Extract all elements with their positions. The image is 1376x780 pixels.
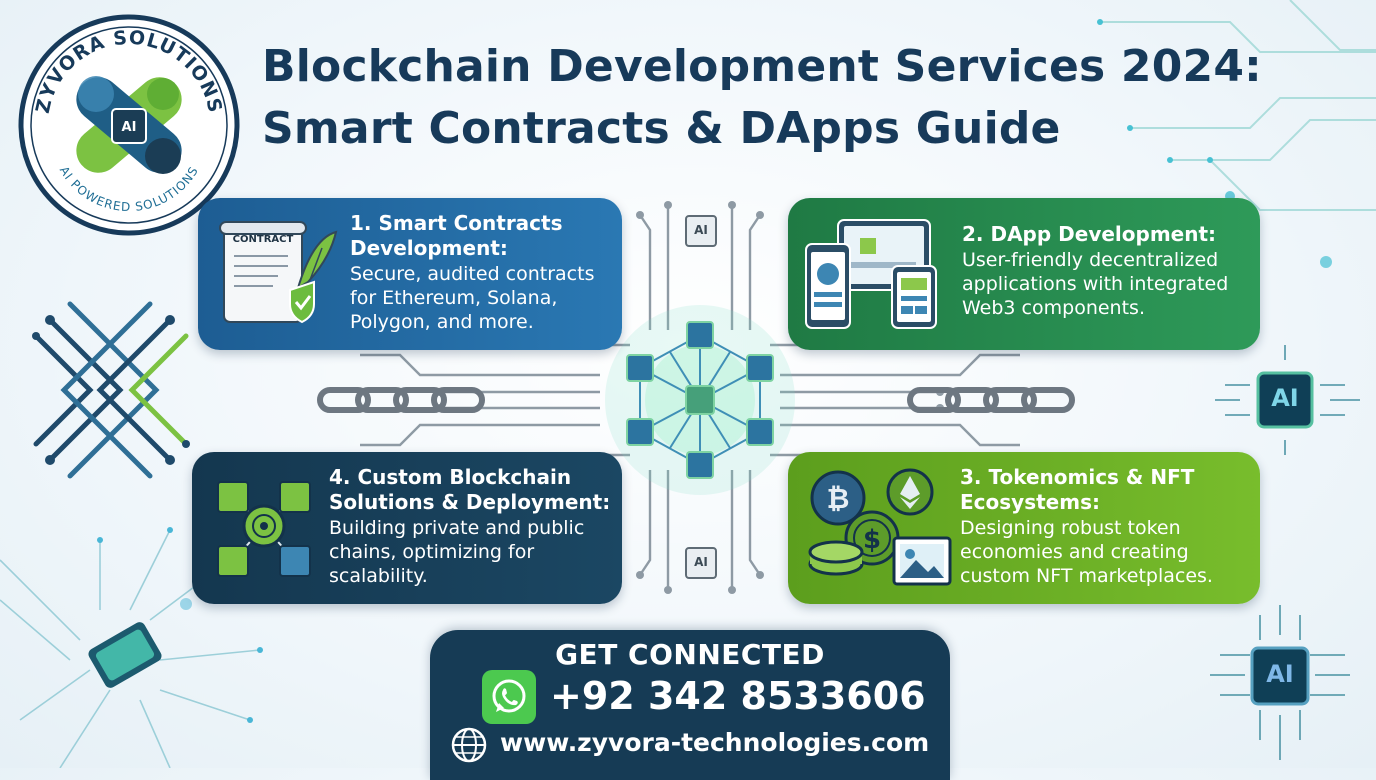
service-card-smart-contracts: CONTRACT 1. Smart Contracts Development:… [198,198,622,350]
title-line-1: Blockchain Development Services 2024: [262,41,1262,92]
card2-body-line: applications with integrated [962,273,1229,295]
service-card-tokenomics-nft: ₿ $ 3. Tokenomics & NFT Ecosystems: Desi… [788,452,1260,604]
service-card-dapp-development: 2. DApp Development: User-friendly decen… [788,198,1260,350]
card2-text: 2. DApp Development: User-friendly decen… [962,222,1258,320]
contract-icon-label: CONTRACT [233,234,294,245]
card4-body-line: chains, optimizing for [329,541,535,563]
title-line-2: Smart Contracts & DApps Guide [262,103,1061,154]
card4-body-line: Building private and public [329,517,585,539]
ai-chip-right-upper-label: AI [1271,384,1299,412]
card1-text: 1. Smart Contracts Development: Secure, … [350,211,620,334]
card1-heading-line1: 1. Smart Contracts [350,211,563,235]
card2-body-line: User-friendly decentralized [962,249,1219,271]
contact-panel: GET CONNECTED +92 342 8533606 www.zyvora… [430,630,950,780]
card4-text: 4. Custom Blockchain Solutions & Deploym… [329,465,621,588]
svg-text:₿: ₿ [827,482,850,515]
card4-body-line: scalability. [329,565,428,587]
card3-body-line: Designing robust token [960,517,1181,539]
card3-body-line: economies and creating [960,541,1189,563]
contract-scroll-icon: CONTRACT [219,221,338,324]
card4-body: Building private and public chains, opti… [329,516,621,588]
card2-heading: 2. DApp Development: [962,222,1217,246]
ai-chip-right-lower-label: AI [1266,660,1294,688]
company-logo: ZYVORA SOLUTIONS AI POWERED SOLUTIONS AI [18,14,240,236]
contact-phone[interactable]: +92 342 8533606 [550,674,926,718]
card4-heading-line1: 4. Custom Blockchain [329,465,572,489]
card2-body-line: Web3 components. [962,297,1145,319]
devices-icon [805,219,937,329]
card3-heading: 3. Tokenomics & NFT Ecosystems: [960,465,1256,515]
coins-icon: ₿ $ [808,468,952,586]
card1-heading: 1. Smart Contracts Development: [350,211,620,261]
page-title: Blockchain Development Services 2024: Sm… [262,36,1342,160]
card2-body: User-friendly decentralized applications… [962,248,1258,320]
contact-heading: GET CONNECTED [555,638,825,671]
logo-chip-label: AI [122,120,137,135]
card1-body-line: for Ethereum, Solana, [350,287,558,309]
hub-chip-bottom-label: AI [694,555,708,569]
card1-body: Secure, audited contracts for Ethereum, … [350,262,620,334]
card3-text: 3. Tokenomics & NFT Ecosystems: Designin… [960,465,1256,588]
logo-emblem: ZYVORA SOLUTIONS AI POWERED SOLUTIONS AI [18,14,240,236]
contact-website[interactable]: www.zyvora-technologies.com [500,728,930,757]
card3-body-line: custom NFT marketplaces. [960,565,1213,587]
svg-text:$: $ [863,525,881,555]
blockchain-network-icon [217,481,311,577]
whatsapp-icon[interactable] [482,670,536,724]
card3-body: Designing robust token economies and cre… [960,516,1256,588]
hub-chip-top-label: AI [694,223,708,237]
card4-heading: 4. Custom Blockchain Solutions & Deploym… [329,465,621,515]
card1-body-line: Secure, audited contracts [350,263,595,285]
globe-icon [451,727,487,763]
card1-body-line: Polygon, and more. [350,311,534,333]
card1-heading-line2: Development: [350,236,508,260]
card3-heading-line2: Ecosystems: [960,490,1100,514]
service-card-custom-blockchain: 4. Custom Blockchain Solutions & Deploym… [192,452,622,604]
card3-heading-line1: 3. Tokenomics & NFT [960,465,1195,489]
card4-heading-line2: Solutions & Deployment: [329,490,611,514]
